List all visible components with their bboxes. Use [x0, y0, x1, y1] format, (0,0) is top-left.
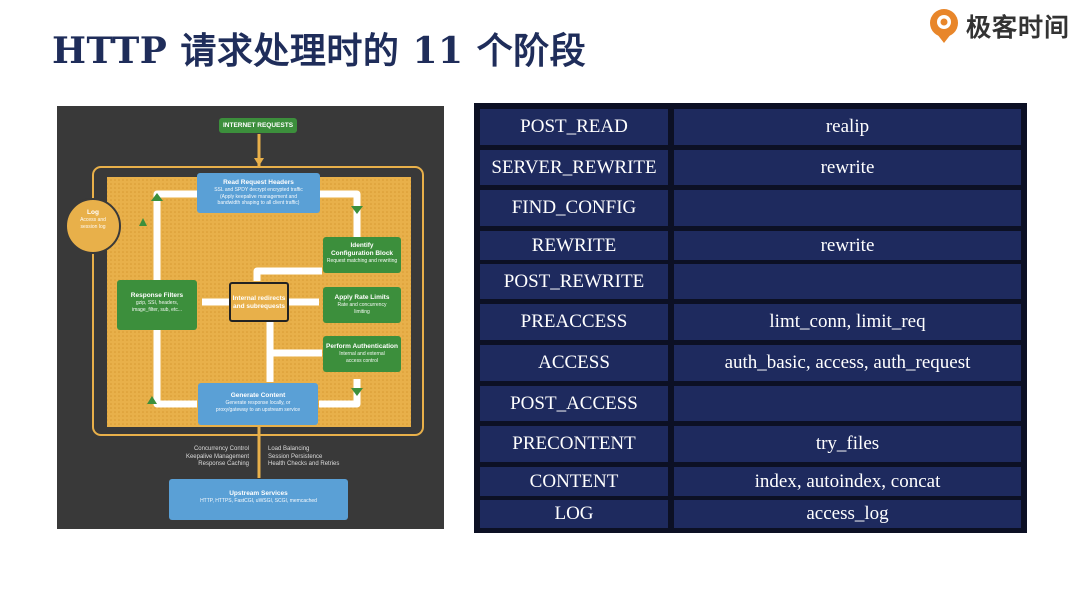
module-cell: access_log: [674, 500, 1021, 528]
phase-cell: PRECONTENT: [480, 426, 668, 462]
phase-cell: REWRITE: [480, 231, 668, 260]
response-filters-box: Response Filters gzip, SSI, headers, ima…: [117, 280, 197, 330]
perform-auth-line-2: access control: [346, 357, 378, 364]
perform-auth-line-1: Internal and external: [339, 351, 385, 357]
module-cell: realip: [674, 109, 1021, 145]
read-headers-line-3: bandwidth shaping to all client traffic): [217, 200, 300, 206]
phase-cell: PREACCESS: [480, 304, 668, 340]
phase-cell: POST_READ: [480, 109, 668, 145]
conn-right-2: Session Persistence: [268, 453, 323, 460]
internet-requests-label: INTERNET REQUESTS: [222, 122, 294, 129]
conn-right-3: Health Checks and Retries: [268, 461, 340, 467]
read-request-headers-box: Read Request Headers SSL and SPDY decryp…: [197, 173, 320, 213]
read-headers-title: Read Request Headers: [223, 179, 294, 186]
module-cell: rewrite: [674, 150, 1021, 185]
module-cell: limt_conn, limit_req: [674, 304, 1021, 340]
generate-content-line-2: proxy/gateway to an upstream service: [215, 406, 301, 413]
log-line-2: session log: [80, 223, 106, 230]
connection-features-right: Load Balancing Session Persistence Healt…: [268, 446, 358, 469]
module-cell: rewrite: [674, 231, 1021, 260]
generate-content-box: Generate Content Generate response local…: [198, 383, 318, 425]
conn-left-1: Concurrency Control: [193, 446, 249, 452]
apply-rate-limits-box: Apply Rate Limits Rate and concurrency l…: [323, 287, 401, 323]
perform-auth-title: Perform Authentication: [326, 343, 398, 350]
upstream-title: Upstream Services: [229, 490, 288, 497]
rate-limits-title: Apply Rate Limits: [334, 294, 390, 301]
phase-cell: SERVER_REWRITE: [480, 150, 668, 185]
identify-config-title-2: Configuration Block: [330, 250, 394, 257]
generate-content-line-1: Generate response locally, or: [225, 400, 291, 406]
log-circle: Log Access and session log: [66, 209, 120, 243]
brand-logo: 极客时间: [928, 6, 1070, 46]
upstream-services-box: Upstream Services HTTP, HTTPS, FastCGI, …: [169, 479, 348, 520]
read-headers-line-1: SSL and SPDY decrypt encrypted traffic: [214, 187, 303, 193]
response-filters-line-2: image_filter, sub, etc...: [131, 306, 183, 313]
phase-cell: LOG: [480, 500, 668, 528]
module-cell: try_files: [674, 426, 1021, 462]
internet-requests-box: INTERNET REQUESTS: [219, 118, 297, 133]
read-headers-line-2: (Apply keepalive management and: [220, 193, 297, 200]
identify-config-line: Request matching and rewriting: [326, 258, 398, 264]
log-line-1: Access and: [80, 217, 106, 223]
phase-cell: POST_ACCESS: [480, 386, 668, 421]
internal-redirects-line-2: and subrequests: [232, 303, 285, 310]
internal-redirects-line-1: Internal redirects: [232, 295, 286, 302]
brand-name: 极客时间: [966, 13, 1071, 42]
identify-config-title: Identify: [350, 242, 374, 249]
nginx-processing-diagram: INTERNET REQUESTS Read Request Headers S…: [57, 106, 444, 529]
identify-config-box: Identify Configuration Block Request mat…: [323, 237, 401, 273]
phase-cell: CONTENT: [480, 467, 668, 496]
geektime-logo-icon: [930, 9, 958, 43]
conn-right-1: Load Balancing: [268, 446, 310, 452]
slide-title: HTTP 请求处理时的 11 个阶段: [52, 30, 587, 72]
module-cell: [674, 264, 1021, 299]
internal-redirects-box: Internal redirects and subrequests: [229, 282, 289, 322]
perform-auth-box: Perform Authentication Internal and exte…: [323, 336, 401, 372]
upstream-line: HTTP, HTTPS, FastCGI, uWSGI, SCGI, memca…: [200, 498, 317, 504]
module-cell: [674, 386, 1021, 421]
phase-cell: POST_REWRITE: [480, 264, 668, 299]
conn-left-3: Response Caching: [198, 461, 249, 467]
phase-cell: ACCESS: [480, 345, 668, 381]
response-filters-line-1: gzip, SSI, headers,: [135, 300, 179, 306]
phase-cell: FIND_CONFIG: [480, 190, 668, 226]
module-cell: auth_basic, access, auth_request: [674, 345, 1021, 381]
module-cell: index, autoindex, concat: [674, 467, 1021, 496]
rate-limits-line-2: limiting: [354, 308, 370, 315]
log-title: Log: [87, 209, 99, 216]
connection-features-left: Concurrency Control Keepalive Management…: [169, 446, 249, 469]
rate-limits-line-1: Rate and concurrency: [337, 302, 387, 308]
conn-left-2: Keepalive Management: [185, 453, 249, 460]
phase-table: POST_READ realip SERVER_REWRITE rewrite …: [474, 103, 1027, 533]
generate-content-title: Generate Content: [230, 392, 286, 399]
response-filters-title: Response Filters: [130, 292, 184, 299]
module-cell: [674, 190, 1021, 226]
